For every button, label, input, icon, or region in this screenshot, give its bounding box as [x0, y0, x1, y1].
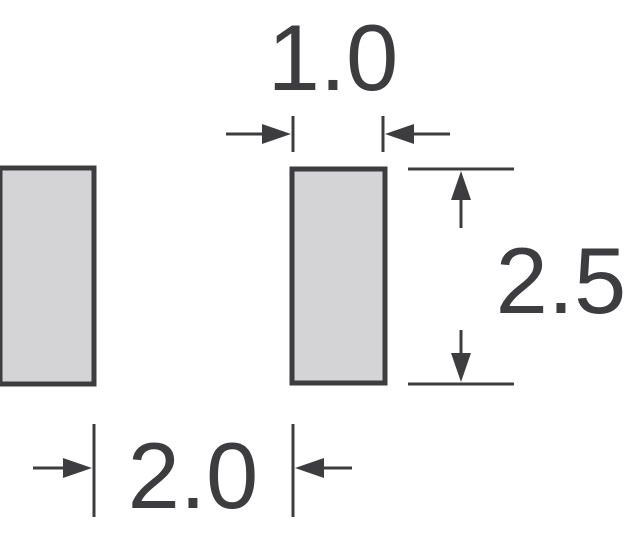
- pad-height-dimension: [408, 167, 514, 386]
- arrow-head-bottom: [451, 353, 471, 382]
- pad-width-label: 1.0: [268, 5, 399, 110]
- pad-width-dimension: [226, 116, 450, 152]
- pad-spacing-label: 2.0: [128, 423, 259, 528]
- arrow-head-top: [451, 171, 471, 200]
- arrow-head-right: [295, 458, 324, 478]
- left-pad: [0, 165, 97, 387]
- pad-spacing-dimension: [33, 424, 352, 517]
- right-pad: [289, 166, 388, 386]
- pad-height-label: 2.5: [496, 228, 627, 333]
- arrow-head-left: [262, 124, 291, 144]
- arrow-head-right: [385, 124, 414, 144]
- arrow-head-left: [63, 458, 92, 478]
